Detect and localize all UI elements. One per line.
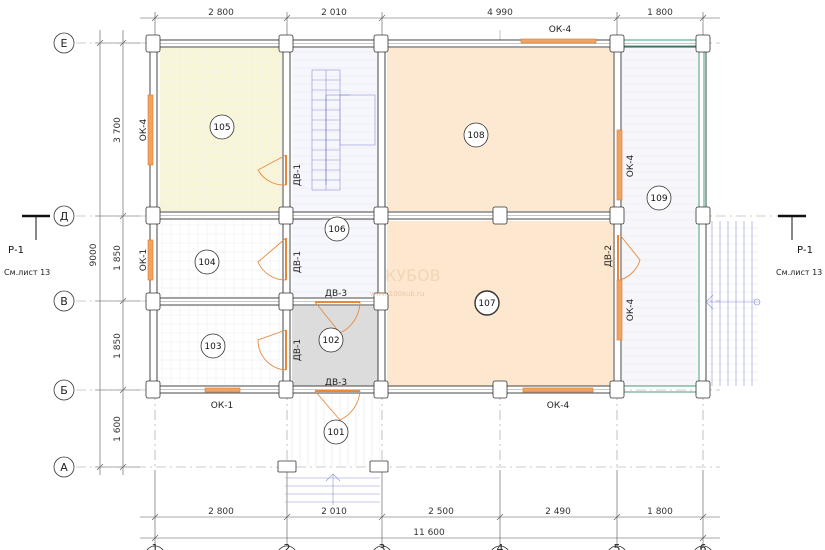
dim-bottom-2: 2 010 [321, 507, 347, 517]
window-ok4-top: ОК-4 [549, 25, 572, 35]
window-ok1-bottom: ОК-1 [211, 401, 233, 411]
door-dv2-109: ДВ-2 [604, 245, 614, 267]
svg-text:См.лист 13: См.лист 13 [4, 268, 50, 277]
room-103: 103 [200, 333, 226, 359]
svg-text:108: 108 [467, 131, 484, 141]
dim-left-2: 1 850 [113, 245, 123, 271]
axis-marker-e: Е [53, 32, 75, 54]
terrace-steps-fill [708, 221, 758, 386]
dim-top-3: 4 990 [487, 8, 513, 18]
dim-bottom-4: 2 490 [545, 507, 571, 517]
svg-text:См.лист 13: См.лист 13 [776, 268, 822, 277]
svg-text:101: 101 [327, 428, 344, 438]
dim-top-2: 2 010 [321, 8, 347, 18]
dim-bottom-5: 1 800 [647, 507, 673, 517]
door-dv1-105: ДВ-1 [293, 164, 303, 186]
dim-top-1: 2 800 [208, 8, 234, 18]
dim-left-total: 9000 [89, 243, 99, 266]
room-107: 107 [474, 290, 500, 316]
svg-text:107: 107 [478, 299, 495, 309]
window-ok4-right-upper: ОК-4 [626, 155, 636, 178]
axis-label-4: 4 [497, 542, 504, 550]
axis-markers-vertical [146, 545, 712, 550]
axis-marker-v: В [53, 290, 75, 312]
door-dv3-101: ДВ-3 [325, 378, 347, 388]
room-107-fill [387, 221, 613, 386]
room-109: 109 [646, 185, 672, 211]
svg-text:104: 104 [198, 258, 215, 268]
porch-steps [285, 473, 380, 505]
svg-text:105: 105 [213, 123, 230, 133]
svg-text:Е: Е [61, 37, 68, 50]
room-108: 108 [463, 122, 489, 148]
axis-marker-a: А [53, 456, 75, 478]
axis-marker-d: Д [53, 205, 75, 227]
svg-text:Б: Б [60, 384, 68, 397]
window-ok4-right-lower: ОК-4 [626, 299, 636, 322]
axis-marker-b: Б [53, 379, 75, 401]
door-dv1-103: ДВ-1 [293, 339, 303, 361]
dim-top-4: 1 800 [647, 8, 673, 18]
doors [257, 154, 641, 421]
dim-left-4: 1 600 [113, 416, 123, 442]
dim-bottom-3: 2 500 [428, 507, 454, 517]
axis-label-3: 3 [379, 542, 386, 550]
room-106: 106 [324, 216, 350, 242]
windows [147, 38, 623, 393]
room-101: 101 [323, 419, 349, 445]
section-mark-right: Р-1 См.лист 13 [776, 214, 822, 277]
door-dv1-104: ДВ-1 [293, 251, 303, 273]
svg-text:А: А [60, 461, 68, 474]
axis-label-6: 6 [700, 542, 707, 550]
dim-left-1: 3 700 [113, 117, 123, 143]
door-dv3-102: ДВ-3 [325, 289, 347, 299]
terrace-steps [705, 221, 761, 386]
room-102: 102 [318, 327, 344, 353]
room-108-fill [387, 48, 613, 211]
window-ok4-bottom: ОК-4 [547, 401, 570, 411]
dim-bottom-1: 2 800 [208, 507, 234, 517]
door-leaves [285, 155, 619, 392]
axis-label-1: 1 [152, 542, 159, 550]
dim-bottom-total: 11 600 [413, 528, 445, 538]
svg-text:109: 109 [650, 194, 667, 204]
window-ok1-left: ОК-1 [139, 249, 149, 271]
svg-text:106: 106 [328, 225, 345, 235]
log-joints [145, 34, 711, 473]
svg-text:103: 103 [204, 342, 221, 352]
section-mark-left: Р-1 См.лист 13 [4, 214, 50, 277]
axis-label-2: 2 [284, 542, 291, 550]
dimension-chain-top [140, 12, 720, 38]
room-105: 105 [209, 114, 235, 140]
window-ok4-left: ОК-4 [139, 119, 149, 142]
staircase [311, 69, 376, 191]
svg-text:102: 102 [322, 336, 339, 346]
dimension-chain-bottom [140, 470, 720, 548]
svg-text:Р-1: Р-1 [797, 245, 813, 256]
watermark: КУБОВ www.100kub.ru [370, 266, 441, 298]
svg-text:Р-1: Р-1 [8, 245, 24, 256]
svg-text:В: В [60, 295, 68, 308]
dim-left-3: 1 850 [113, 333, 123, 359]
axis-label-5: 5 [614, 542, 621, 550]
room-104-fill [160, 221, 282, 297]
room-104: 104 [194, 249, 220, 275]
svg-text:КУБОВ: КУБОВ [385, 266, 441, 285]
svg-text:Д: Д [60, 210, 69, 223]
svg-text:www.100kub.ru: www.100kub.ru [370, 290, 424, 298]
